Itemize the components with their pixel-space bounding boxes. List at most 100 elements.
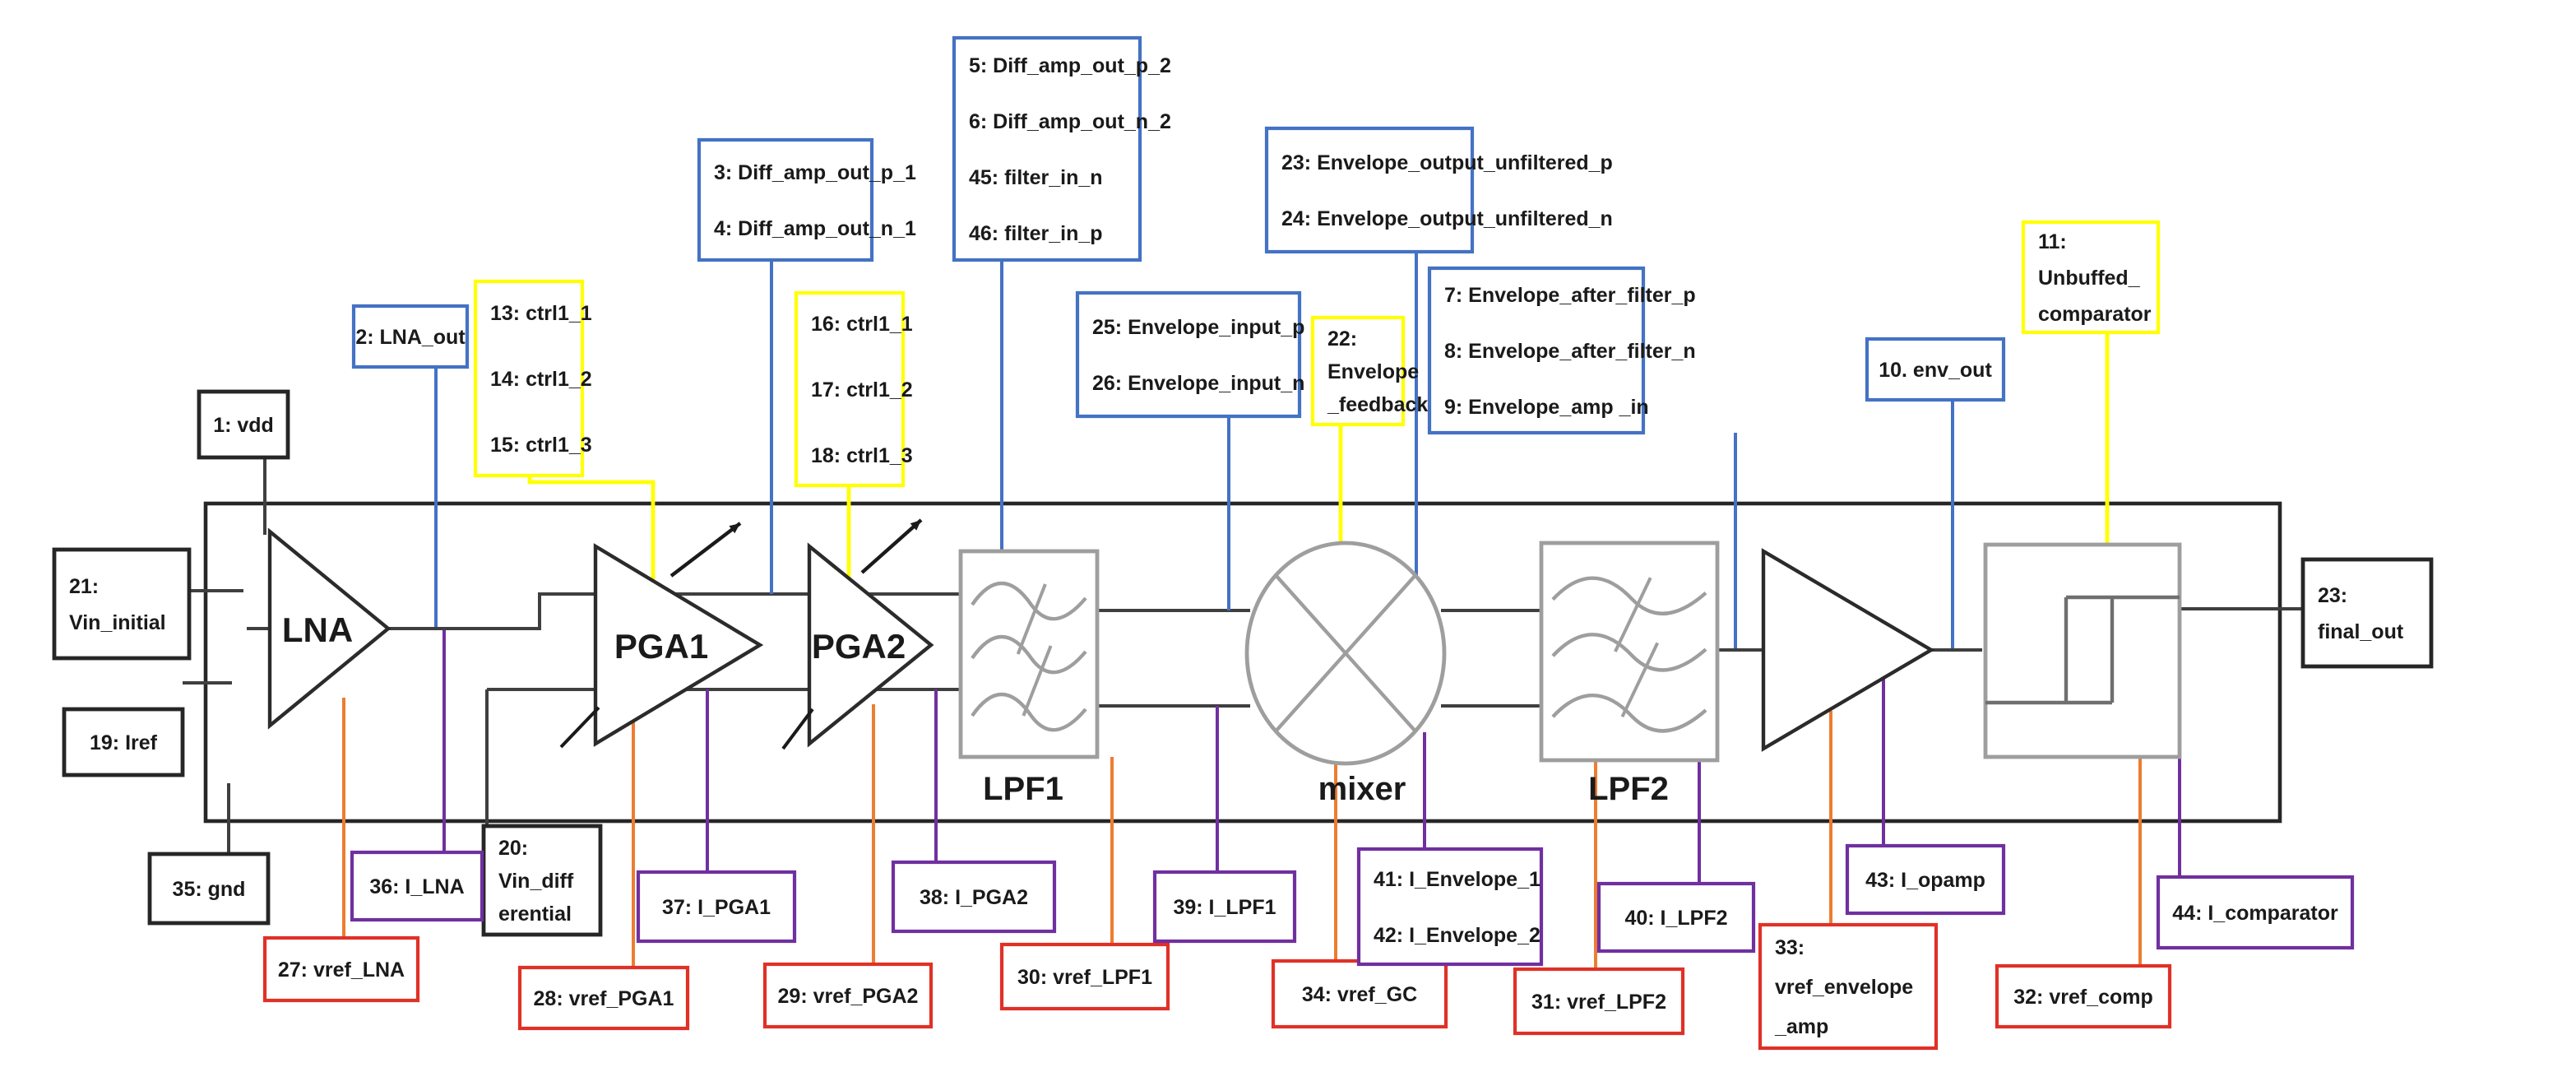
node-30-vref-lpf1-frame [999,942,1170,1011]
pga2-amp: PGA2 [781,518,934,750]
node-33-vref-envelope-amp: 33: vref_envelope _amp [1758,922,1939,1051]
node-10-env-out: 10. env_out [1865,336,2006,402]
node-22-envelope-feedback-frame [1310,315,1406,427]
node-23-final-out-frame [2300,557,2434,669]
node-29-vref-pga2-frame [762,962,934,1029]
node-22-envelope-feedback-line-1: Envelope [1327,360,1419,383]
node-5-6-45-46-line-1: 6: Diff_amp_out_n_2 [969,110,1171,133]
node-20-vin-differential-line-1: Vin_diff [498,870,574,893]
node-35-gnd-line-0: 35: gnd [173,878,246,901]
node-38-i-pga2: 38: I_PGA2 [891,860,1057,934]
lna-amp-label: LNA [282,610,353,649]
pga2-amp-gain-arrow [860,518,923,574]
node-3-4-diff-amp-out-1-frame [697,137,874,262]
node-44-i-comparator-frame [2156,875,2355,950]
node-38-i-pga2-line-0: 38: I_PGA2 [920,886,1028,909]
node-35-gnd-frame [147,852,271,926]
node-38-i-pga2-frame [891,860,1057,934]
node-25-26-envelope-input-line-1: 26: Envelope_input_n [1092,372,1304,395]
node-41-42-i-envelope: 41: I_Envelope_142: I_Envelope_2 [1356,847,1544,967]
node-34-vref-gc-line-0: 34: vref_GC [1302,983,1417,1006]
node-40-i-lpf2-line-0: 40: I_LPF2 [1624,907,1727,930]
pga1-amp-shape [593,543,764,747]
chip-boundary [203,501,2282,824]
node-32-vref-comp: 32: vref_comp [1995,963,2172,1029]
node-43-i-opamp-line-0: 43: I_opamp [1865,869,1985,892]
comparator-block [1983,542,2182,759]
lpf2-block-cutoff-slash-1 [1614,577,1652,652]
node-2-lna-out: 2: LNA_out [351,304,470,369]
pga1-amp: PGA1 [559,522,764,749]
node-30-vref-lpf1: 30: vref_LPF1 [999,942,1170,1011]
node-37-i-pga1: 37: I_PGA1 [636,870,797,944]
wire-lna-out-step [388,592,961,630]
node-43-i-opamp: 43: I_opamp [1845,843,2006,916]
pga1-amp-gain-arrowhead [729,523,740,534]
node-16-18-ctrl1-line-0: 16: ctrl1_1 [811,313,913,336]
node-5-6-45-46-line-3: 46: filter_in_p [969,222,1103,245]
node-28-vref-pga1: 28: vref_PGA1 [517,965,690,1031]
node-37-i-pga1-frame [636,870,797,944]
node-36-i-lna-frame [350,850,484,922]
lpf1-block-wave-2 [971,693,1087,732]
lna-amp-shape [267,527,391,730]
node-1-vdd-frame [197,389,290,460]
node-22-envelope-feedback-line-2: _feedback [1327,393,1428,416]
node-10-env-out-frame [1865,336,2006,402]
node-1-vdd: 1: vdd [197,389,290,460]
node-29-vref-pga2-line-0: 29: vref_PGA2 [778,985,919,1008]
node-22-envelope-feedback: 22: Envelope _feedback [1310,315,1428,427]
node-3-4-diff-amp-out-1-line-1: 4: Diff_amp_out_n_1 [714,217,916,240]
node-43-i-opamp-frame [1845,843,2006,916]
node-31-vref-lpf2-line-0: 31: vref_LPF2 [1531,991,1666,1014]
node-11-unbuffed-comparator-line-2: comparator [2038,303,2152,326]
opamp-amp [1761,548,1935,752]
node-16-18-ctrl1-line-1: 17: ctrl1_2 [811,378,913,401]
node-23-24-envelope-output-line-1: 24: Envelope_output_unfiltered_n [1281,207,1613,230]
node-39-i-lpf1: 39: I_LPF1 [1152,870,1297,944]
node-21-vin-initial-line-0: 21: [69,575,99,598]
pga2-amp-shape [807,542,934,748]
node-34-vref-gc-frame [1271,958,1448,1029]
node-33-vref-envelope-amp-line-2: _amp [1774,1015,1828,1038]
node-25-26-envelope-input-line-0: 25: Envelope_input_p [1092,316,1304,339]
opamp-amp-shape [1761,548,1935,752]
node-19-iref-frame [62,707,185,777]
node-19-iref: 19: Iref [62,707,185,777]
node-20-vin-differential: 20: Vin_diff erential [481,824,603,937]
node-33-vref-envelope-amp-line-0: 33: [1775,936,1805,959]
node-13-15-ctrl1-frame [473,279,585,478]
mixer-label: mixer [1318,771,1406,807]
pga1-amp-gain-slash [559,706,600,749]
node-40-i-lpf2: 40: I_LPF2 [1596,881,1756,954]
node-20-vin-differential-line-2: erential [498,903,572,926]
node-11-unbuffed-comparator-line-0: 11: [2038,230,2067,253]
lpf1-block-wave-1 [971,635,1087,675]
lna-amp: LNA [267,527,391,730]
node-13-15-ctrl1-line-1: 14: ctrl1_2 [490,368,592,391]
node-20-vin-differential-line-0: 20: [498,837,528,860]
node-27-vref-lna-frame [262,935,420,1003]
node-23-24-envelope-output-line-0: 23: Envelope_output_unfiltered_p [1281,151,1613,174]
node-37-i-pga1-line-0: 37: I_PGA1 [662,896,771,919]
node-2-lna-out-line-0: 2: LNA_out [355,326,466,349]
node-11-unbuffed-comparator-frame [2021,220,2161,335]
lpf2-block: LPF2 [1539,541,1720,807]
node-5-6-45-46-frame [952,35,1142,262]
node-5-6-45-46-line-2: 45: filter_in_n [969,166,1103,189]
pga2-amp-gain-slash [781,708,814,750]
node-41-42-i-envelope-line-0: 41: I_Envelope_1 [1374,868,1541,891]
node-21-vin-initial-line-1: Vin_initial [69,611,166,634]
node-7-8-9-envelope-frame [1427,266,1646,435]
node-7-8-9-envelope-line-1: 8: Envelope_after_filter_n [1444,340,1696,363]
node-31-vref-lpf2-frame [1513,967,1685,1036]
node-27-vref-lna: 27: vref_LNA [262,935,420,1003]
node-44-i-comparator: 44: I_comparator [2156,875,2355,950]
node-29-vref-pga2: 29: vref_PGA2 [762,962,934,1029]
node-22-envelope-feedback-line-0: 22: [1327,327,1357,350]
connector-ctrl1-pga1-drop [527,476,656,584]
node-23-final-out-line-0: 23: [2318,584,2347,607]
node-33-vref-envelope-amp-line-1: vref_envelope [1775,976,1913,999]
node-32-vref-comp-frame [1995,963,2172,1029]
node-27-vref-lna-line-0: 27: vref_LNA [278,958,405,982]
